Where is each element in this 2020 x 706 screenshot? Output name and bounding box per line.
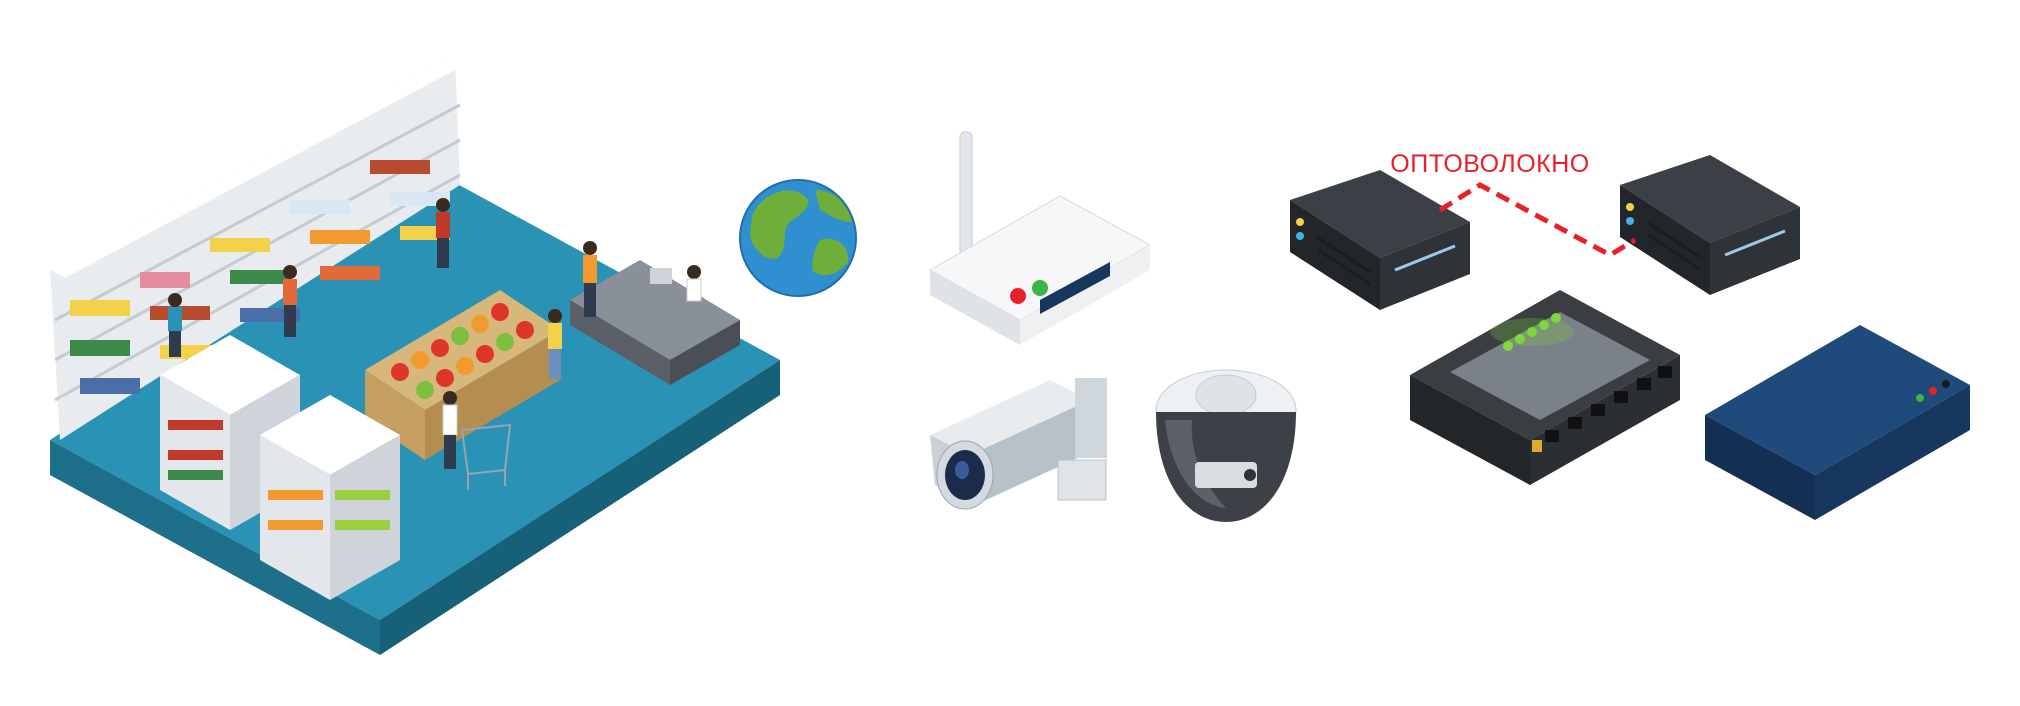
nvr-recorder-icon — [1705, 325, 1970, 520]
server-icon — [1290, 170, 1470, 310]
wall-shelves — [50, 55, 470, 440]
fiber-optic-label: ОПТОВОЛОКНО — [1390, 150, 1590, 178]
globe-icon — [739, 179, 857, 297]
server-icon — [1620, 155, 1800, 295]
dome-camera-icon — [1155, 369, 1297, 522]
produce-stand — [365, 290, 560, 460]
fiber-link — [1438, 182, 1637, 258]
shoppers — [168, 198, 702, 490]
gondola-shelf-2 — [260, 395, 400, 600]
network-switch-icon — [1410, 290, 1680, 485]
bullet-camera-icon — [930, 378, 1107, 510]
router-icon — [928, 131, 1152, 345]
checkout-counter — [570, 260, 740, 385]
store-scene — [50, 55, 780, 655]
